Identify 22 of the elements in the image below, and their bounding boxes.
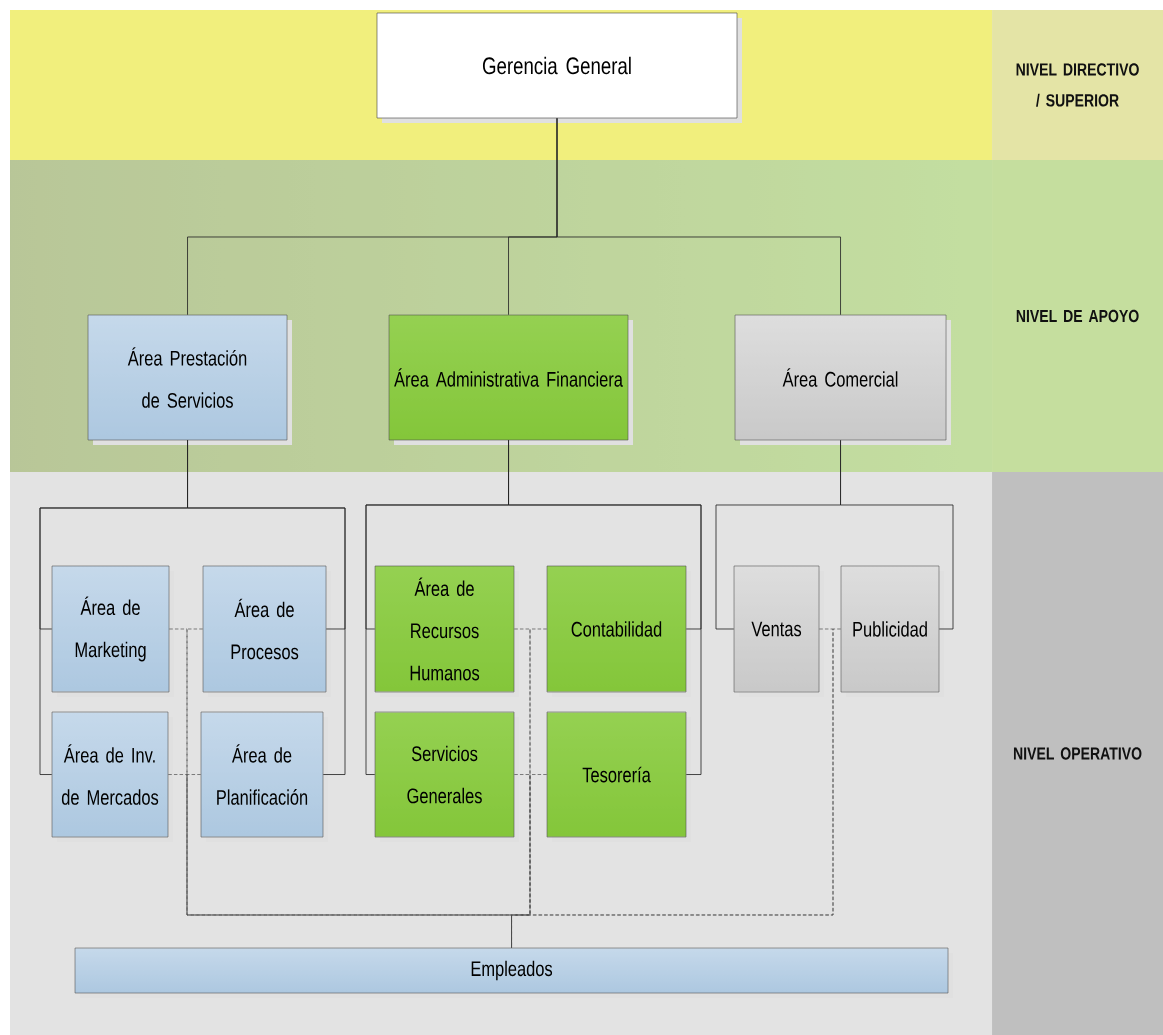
org-box: Área Prestación de Servicios: [87, 314, 292, 445]
connector-line: [556, 117, 841, 316]
org-box: Área Comercial: [734, 314, 951, 445]
org-box: Empleados: [74, 947, 953, 998]
org-box: Ventas: [733, 565, 824, 697]
org-box: Área Administrativa Financiera: [388, 314, 633, 445]
connector-line: [508, 439, 702, 775]
org-box: Contabilidad: [546, 565, 691, 697]
org-box: Área de Marketing: [51, 565, 174, 697]
org-box: Área de Procesos: [202, 565, 331, 697]
connector-line: [840, 439, 954, 630]
org-box: Área de Inv. de Mercados: [51, 711, 173, 842]
org-box: Área de Planificación: [200, 711, 328, 842]
org-box: Gerencia General: [376, 12, 742, 123]
connector-line: [187, 439, 346, 775]
level-label: NIVEL OPERATIVO: [992, 472, 1163, 1035]
level-label: NIVEL DE APOYO: [992, 160, 1163, 472]
org-box: Tesorería: [546, 711, 691, 842]
level-label: NIVEL DIRECTIVO / SUPERIOR: [992, 10, 1163, 160]
org-box: Publicidad: [840, 565, 944, 697]
org-box: Área de Recursos Humanos: [374, 565, 519, 697]
org-box: Servicios Generales: [374, 711, 519, 842]
